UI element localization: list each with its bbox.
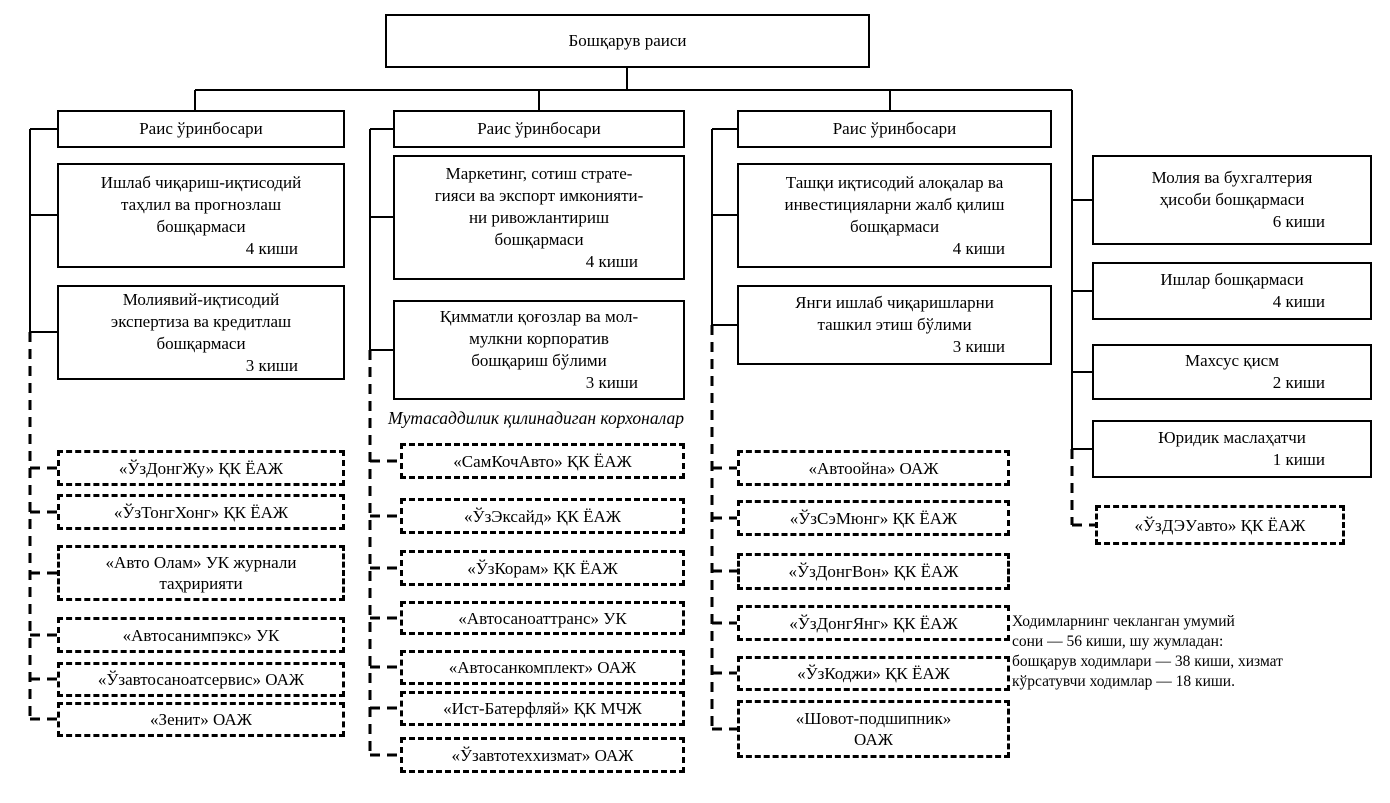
dept-box-special-unit: Махсус қисм 2 киши — [1092, 344, 1372, 400]
dept-headcount: 1 киши — [1272, 450, 1325, 469]
dept-box-finance-accounting: Молия ва бухгалтерия ҳисоби бошқармаси 6… — [1092, 155, 1372, 245]
dept-box-new-production: Янги ишлаб чиқаришларни ташкил этиш бўли… — [737, 285, 1052, 365]
deputy-box-1: Раис ўринбосари — [57, 110, 345, 148]
company-name: «Автосанкомплект» ОАЖ — [448, 658, 637, 677]
dept-headcount: 3 киши — [245, 355, 298, 375]
dept-title: Молия ва бухгалтерия ҳисоби бошқармаси — [1151, 168, 1313, 209]
company-name: «ЎзТонгХонг» ҚК ЁАЖ — [113, 502, 289, 522]
dept-box-financial-expertise: Молиявий-иқтисодий экспертиза ва кредитл… — [57, 285, 345, 380]
deputy-box-3: Раис ўринбосари — [737, 110, 1052, 148]
dept-title: Маркетинг, сотиш страте- гияси ва экспор… — [434, 163, 644, 249]
company-name: «ЎзСэМюнг» ҚК ЁАЖ — [789, 508, 958, 528]
company-name: «Авто Олам» УК журнали таҳририяти — [105, 553, 297, 593]
company-box: «ЎзТонгХонг» ҚК ЁАЖ — [57, 494, 345, 530]
company-box: «Автосанкомплект» ОАЖ — [400, 650, 685, 685]
company-box: «Ист-Батерфляй» ҚК МЧЖ — [400, 691, 685, 726]
company-box: «ЎзЭксайд» ҚК ЁАЖ — [400, 498, 685, 534]
company-box: «ЎзКорам» ҚК ЁАЖ — [400, 550, 685, 586]
company-box: «Зенит» ОАЖ — [57, 702, 345, 737]
dept-title: Юридик маслаҳатчи — [1158, 428, 1306, 447]
staff-totals-note: Ходимларнинг чекланган умумий сони — 56 … — [1012, 613, 1283, 690]
dept-headcount: 4 киши — [952, 238, 1005, 258]
company-box: «ЎзКоджи» ҚК ЁАЖ — [737, 656, 1010, 691]
dept-box-affairs: Ишлар бошқармаси 4 киши — [1092, 262, 1372, 320]
dept-box-securities: Қимматли қоғозлар ва мол- мулкни корпора… — [393, 300, 685, 400]
deputy-box-2: Раис ўринбосари — [393, 110, 685, 148]
company-name: «Автосаноаттранс» УК — [458, 608, 627, 628]
dept-headcount: 3 киши — [585, 373, 638, 392]
dept-headcount: 3 киши — [952, 337, 1005, 356]
company-box: «Автосаноаттранс» УК — [400, 601, 685, 635]
company-box: «Шовот-подшипник» ОАЖ — [737, 700, 1010, 758]
company-name: «ЎзДЭУавто» ҚК ЁАЖ — [1134, 515, 1306, 535]
company-name: «Шовот-подшипник» ОАЖ — [795, 709, 952, 749]
company-name: «Ўзавтотеххизмат» ОАЖ — [451, 745, 634, 765]
company-name: «Автоойна» ОАЖ — [808, 458, 939, 478]
company-name: «ЎзДонгЖу» ҚК ЁАЖ — [118, 458, 284, 478]
dept-box-legal-advisor: Юридик маслаҳатчи 1 киши — [1092, 420, 1372, 478]
company-name: «СамКочАвто» ҚК ЁАЖ — [453, 451, 632, 471]
company-box: «ЎзДонгЯнг» ҚК ЁАЖ — [737, 605, 1010, 641]
dept-title: Янги ишлаб чиқаришларни ташкил этиш бўли… — [795, 293, 994, 334]
company-name: «ЎзКоджи» ҚК ЁАЖ — [797, 664, 950, 683]
dept-box-foreign-economic: Ташқи иқтисодий алоқалар ва инвестицияла… — [737, 163, 1052, 268]
deputy-label: Раис ўринбосари — [139, 119, 263, 138]
company-box: «ЎзДЭУавто» ҚК ЁАЖ — [1095, 505, 1345, 545]
company-name: «ЎзЭксайд» ҚК ЁАЖ — [464, 506, 621, 526]
company-box: «СамКочАвто» ҚК ЁАЖ — [400, 443, 685, 479]
company-name: «Автосанимпэкс» УК — [122, 625, 280, 645]
dept-headcount: 4 киши — [1272, 292, 1325, 311]
company-box: «Автоойна» ОАЖ — [737, 450, 1010, 486]
company-name: «Ўзавтосаноатсервис» ОАЖ — [97, 670, 305, 689]
section-label-supervised-companies: Мутасаддилик қилинадиган корхоналар — [388, 408, 684, 428]
company-box: «Ўзавтосаноатсервис» ОАЖ — [57, 662, 345, 697]
dept-headcount: 2 киши — [1272, 373, 1325, 392]
chairman-box: Бошқарув раиси — [385, 14, 870, 68]
company-name: «ЎзКорам» ҚК ЁАЖ — [467, 558, 618, 578]
deputy-label: Раис ўринбосари — [477, 119, 601, 138]
company-box: «ЎзДонгВон» ҚК ЁАЖ — [737, 553, 1010, 590]
company-name: «ЎзДонгЯнг» ҚК ЁАЖ — [789, 613, 958, 633]
dept-headcount: 6 киши — [1272, 212, 1325, 231]
company-box: «Авто Олам» УК журнали таҳририяти — [57, 545, 345, 601]
dept-title: Ишлар бошқармаси — [1160, 270, 1304, 289]
chairman-label: Бошқарув раиси — [568, 31, 687, 50]
dept-title: Махсус қисм — [1185, 351, 1279, 370]
dept-title: Ташқи иқтисодий алоқалар ва инвестицияла… — [784, 172, 1005, 236]
dept-title: Молиявий-иқтисодий экспертиза ва кредитл… — [110, 289, 292, 353]
company-box: «Автосанимпэкс» УК — [57, 617, 345, 653]
deputy-label: Раис ўринбосари — [832, 119, 957, 138]
company-name: «Зенит» ОАЖ — [150, 710, 252, 729]
dept-headcount: 4 киши — [245, 238, 298, 258]
dept-title: Ишлаб чиқариш-иқтисодий таҳлил ва прогно… — [100, 172, 302, 236]
company-box: «ЎзСэМюнг» ҚК ЁАЖ — [737, 500, 1010, 536]
company-name: «Ист-Батерфляй» ҚК МЧЖ — [443, 699, 642, 718]
dept-title: Қимматли қоғозлар ва мол- мулкни корпора… — [439, 307, 639, 370]
dept-box-marketing: Маркетинг, сотиш страте- гияси ва экспор… — [393, 155, 685, 280]
company-box: «ЎзДонгЖу» ҚК ЁАЖ — [57, 450, 345, 486]
company-name: «ЎзДонгВон» ҚК ЁАЖ — [788, 562, 959, 581]
dept-headcount: 4 киши — [585, 251, 638, 271]
company-box: «Ўзавтотеххизмат» ОАЖ — [400, 737, 685, 773]
dept-box-production-analysis: Ишлаб чиқариш-иқтисодий таҳлил ва прогно… — [57, 163, 345, 268]
